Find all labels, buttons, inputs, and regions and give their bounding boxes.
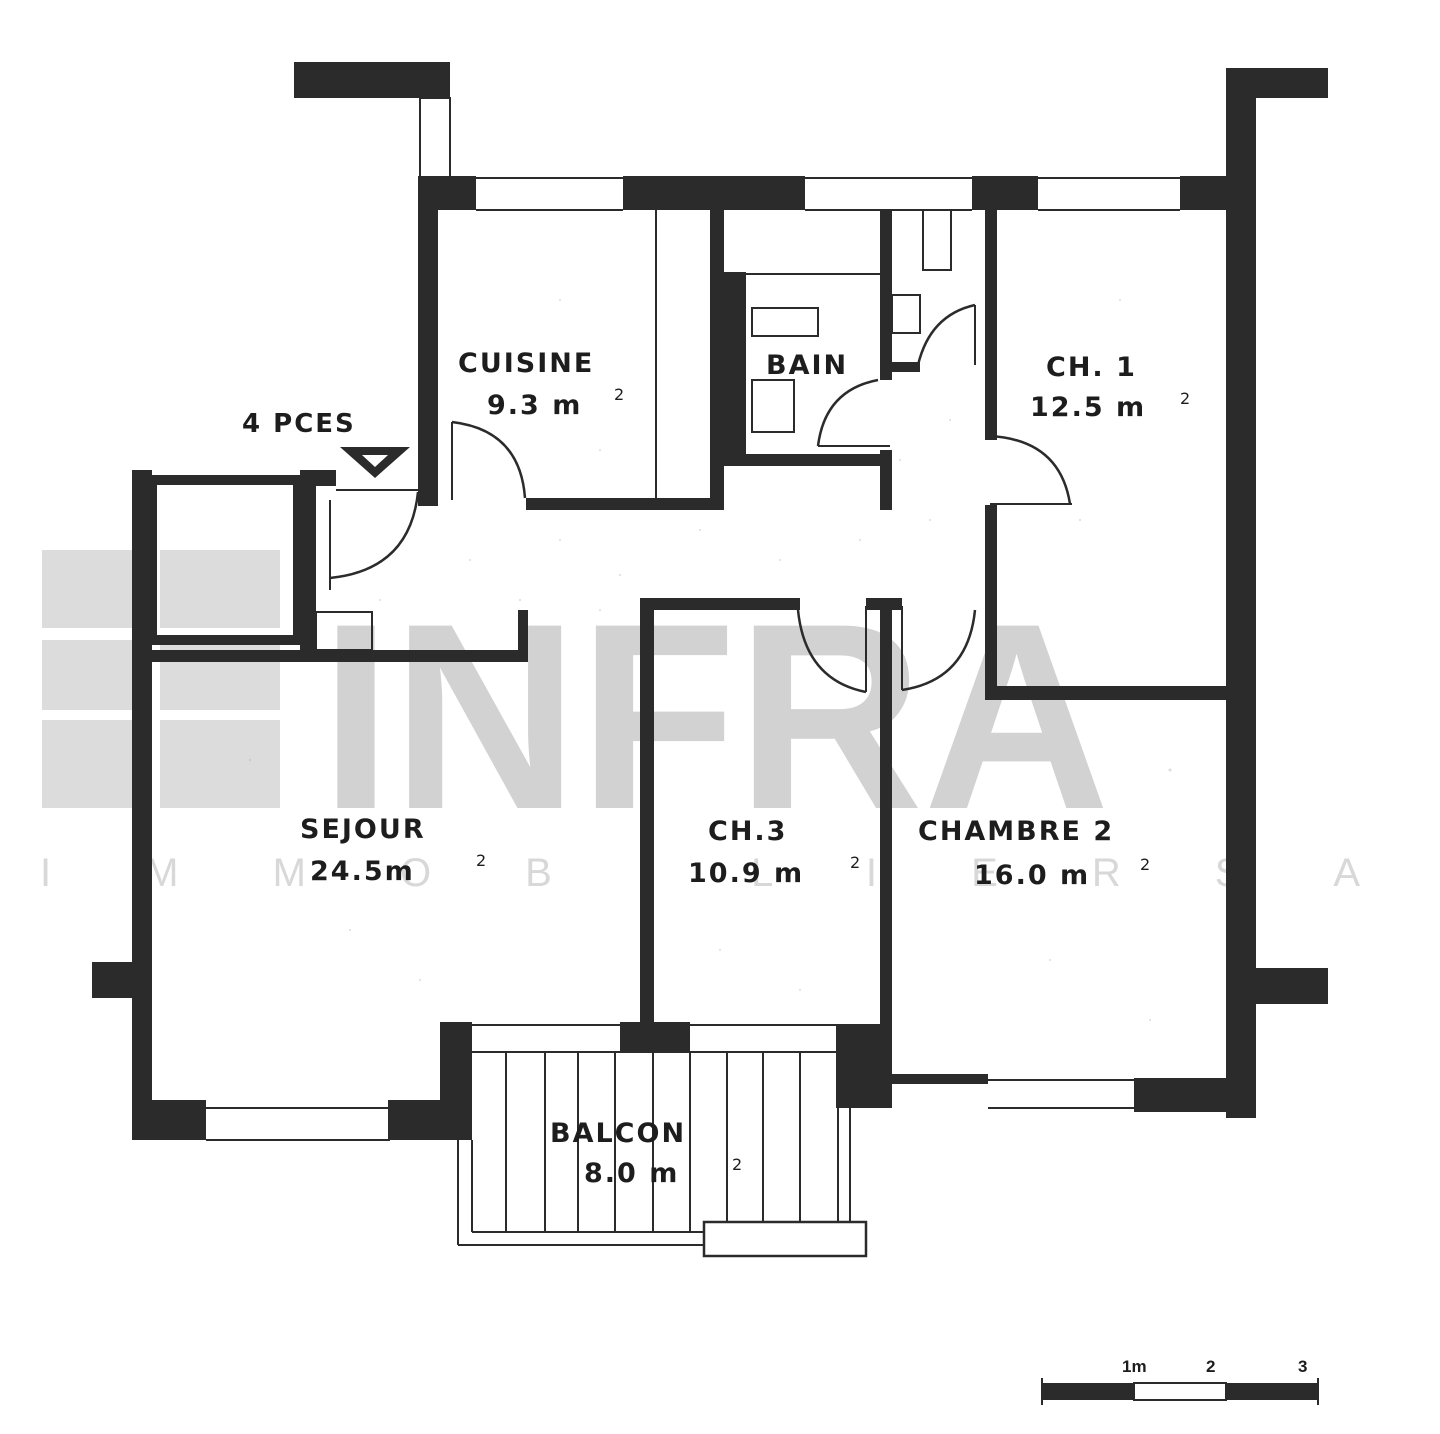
svg-text:2: 2 <box>850 853 860 872</box>
room-name: BALCON <box>550 1118 686 1149</box>
room-balcon: BALCON 8.0 m 2 <box>550 1118 742 1189</box>
doors <box>329 303 1072 694</box>
room-ch1: CH. 1 12.5 m 2 <box>1030 352 1190 423</box>
room-ch3: CH.3 10.9 m 2 <box>688 816 860 889</box>
walls <box>92 62 1328 1141</box>
room-area: 12.5 m <box>1030 392 1146 423</box>
room-area: 8.0 m <box>584 1158 679 1189</box>
room-area: 24.5m <box>310 856 415 887</box>
watermark-brand: INFRA <box>320 569 1110 865</box>
floor-texture <box>249 299 1172 1021</box>
room-name: CH. 1 <box>1046 352 1137 383</box>
room-name: CHAMBRE 2 <box>918 816 1114 847</box>
svg-text:2: 2 <box>476 851 486 870</box>
room-name: CUISINE <box>458 348 594 379</box>
room-area: 16.0 m <box>974 860 1090 891</box>
room-name: CH.3 <box>708 816 787 847</box>
room-cuisine: CUISINE 9.3 m 2 <box>458 348 624 421</box>
scale-label-3: 3 <box>1298 1357 1307 1376</box>
entry-marker: 4 PCES <box>242 409 410 478</box>
room-name: SEJOUR <box>300 814 426 845</box>
room-sejour: SEJOUR 24.5m 2 <box>300 814 486 887</box>
scale-label-1m: 1m <box>1122 1357 1147 1376</box>
svg-text:2: 2 <box>732 1155 742 1174</box>
room-area: 10.9 m <box>688 858 804 889</box>
room-bain: BAIN <box>766 350 848 381</box>
svg-text:2: 2 <box>1180 389 1190 408</box>
scale-bar: 1m 2 3 <box>1041 1357 1319 1405</box>
svg-text:2: 2 <box>614 385 624 404</box>
balcony <box>457 1024 868 1258</box>
room-area: 9.3 m <box>487 390 582 421</box>
room-name: BAIN <box>766 350 848 381</box>
room-chambre2: CHAMBRE 2 16.0 m 2 <box>918 816 1150 891</box>
svg-text:2: 2 <box>1140 855 1150 874</box>
scale-label-2: 2 <box>1206 1357 1215 1376</box>
apartment-type-label: 4 PCES <box>242 409 356 439</box>
